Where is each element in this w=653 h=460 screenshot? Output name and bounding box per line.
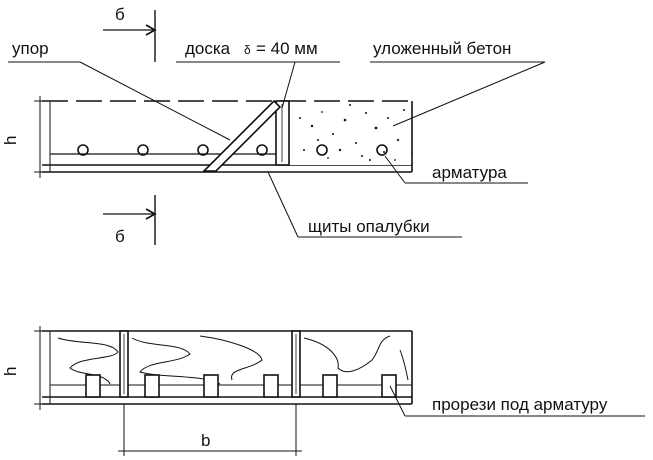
- bottom-section: [34, 326, 645, 456]
- rebar-circle: [256, 144, 268, 156]
- rebar-slot: [203, 374, 219, 398]
- leader-rebar: [384, 155, 406, 184]
- placed-concrete-area: [289, 103, 411, 165]
- rebar-slot: [263, 374, 279, 398]
- formwork-panels-label: щиты опалубки: [308, 217, 430, 236]
- leader-slots: [389, 385, 406, 417]
- rebar-circle: [316, 144, 328, 156]
- rebar-circle: [137, 144, 149, 156]
- section-mark-bottom: б: [115, 227, 125, 246]
- rebar-slot: [322, 374, 338, 398]
- leader-stop: [79, 61, 231, 141]
- rebar-circle: [376, 144, 388, 156]
- height-label-bottom: h: [1, 367, 20, 376]
- arrow-head: [145, 24, 157, 36]
- board-label: доска: [185, 39, 231, 58]
- placed-concrete-label: уложенный бетон: [373, 39, 511, 58]
- arrow-head: [145, 208, 157, 220]
- rebar-slots-label: прорези под арматуру: [432, 395, 608, 414]
- rebar-circle: [197, 144, 209, 156]
- height-label-top: h: [1, 136, 20, 145]
- rebar-circle: [77, 144, 89, 156]
- leader-concrete: [392, 61, 546, 127]
- leader-formwork: [267, 171, 299, 238]
- board-thickness-symbol: δ: [244, 43, 251, 57]
- board-thickness-value: = 40 мм: [256, 39, 318, 58]
- board: [275, 100, 290, 166]
- top-section: [8, 10, 546, 245]
- rebar-slot: [144, 374, 160, 398]
- rebar-slot: [85, 374, 101, 398]
- stop-label: упор: [12, 39, 49, 58]
- leader-board: [281, 61, 296, 109]
- concrete-speckles: [299, 104, 405, 161]
- rebar-label: арматура: [432, 163, 507, 182]
- width-label: b: [201, 431, 210, 450]
- wood-grain: [57, 335, 409, 385]
- stop-strut: [202, 99, 282, 172]
- section-mark-top: б: [115, 5, 125, 24]
